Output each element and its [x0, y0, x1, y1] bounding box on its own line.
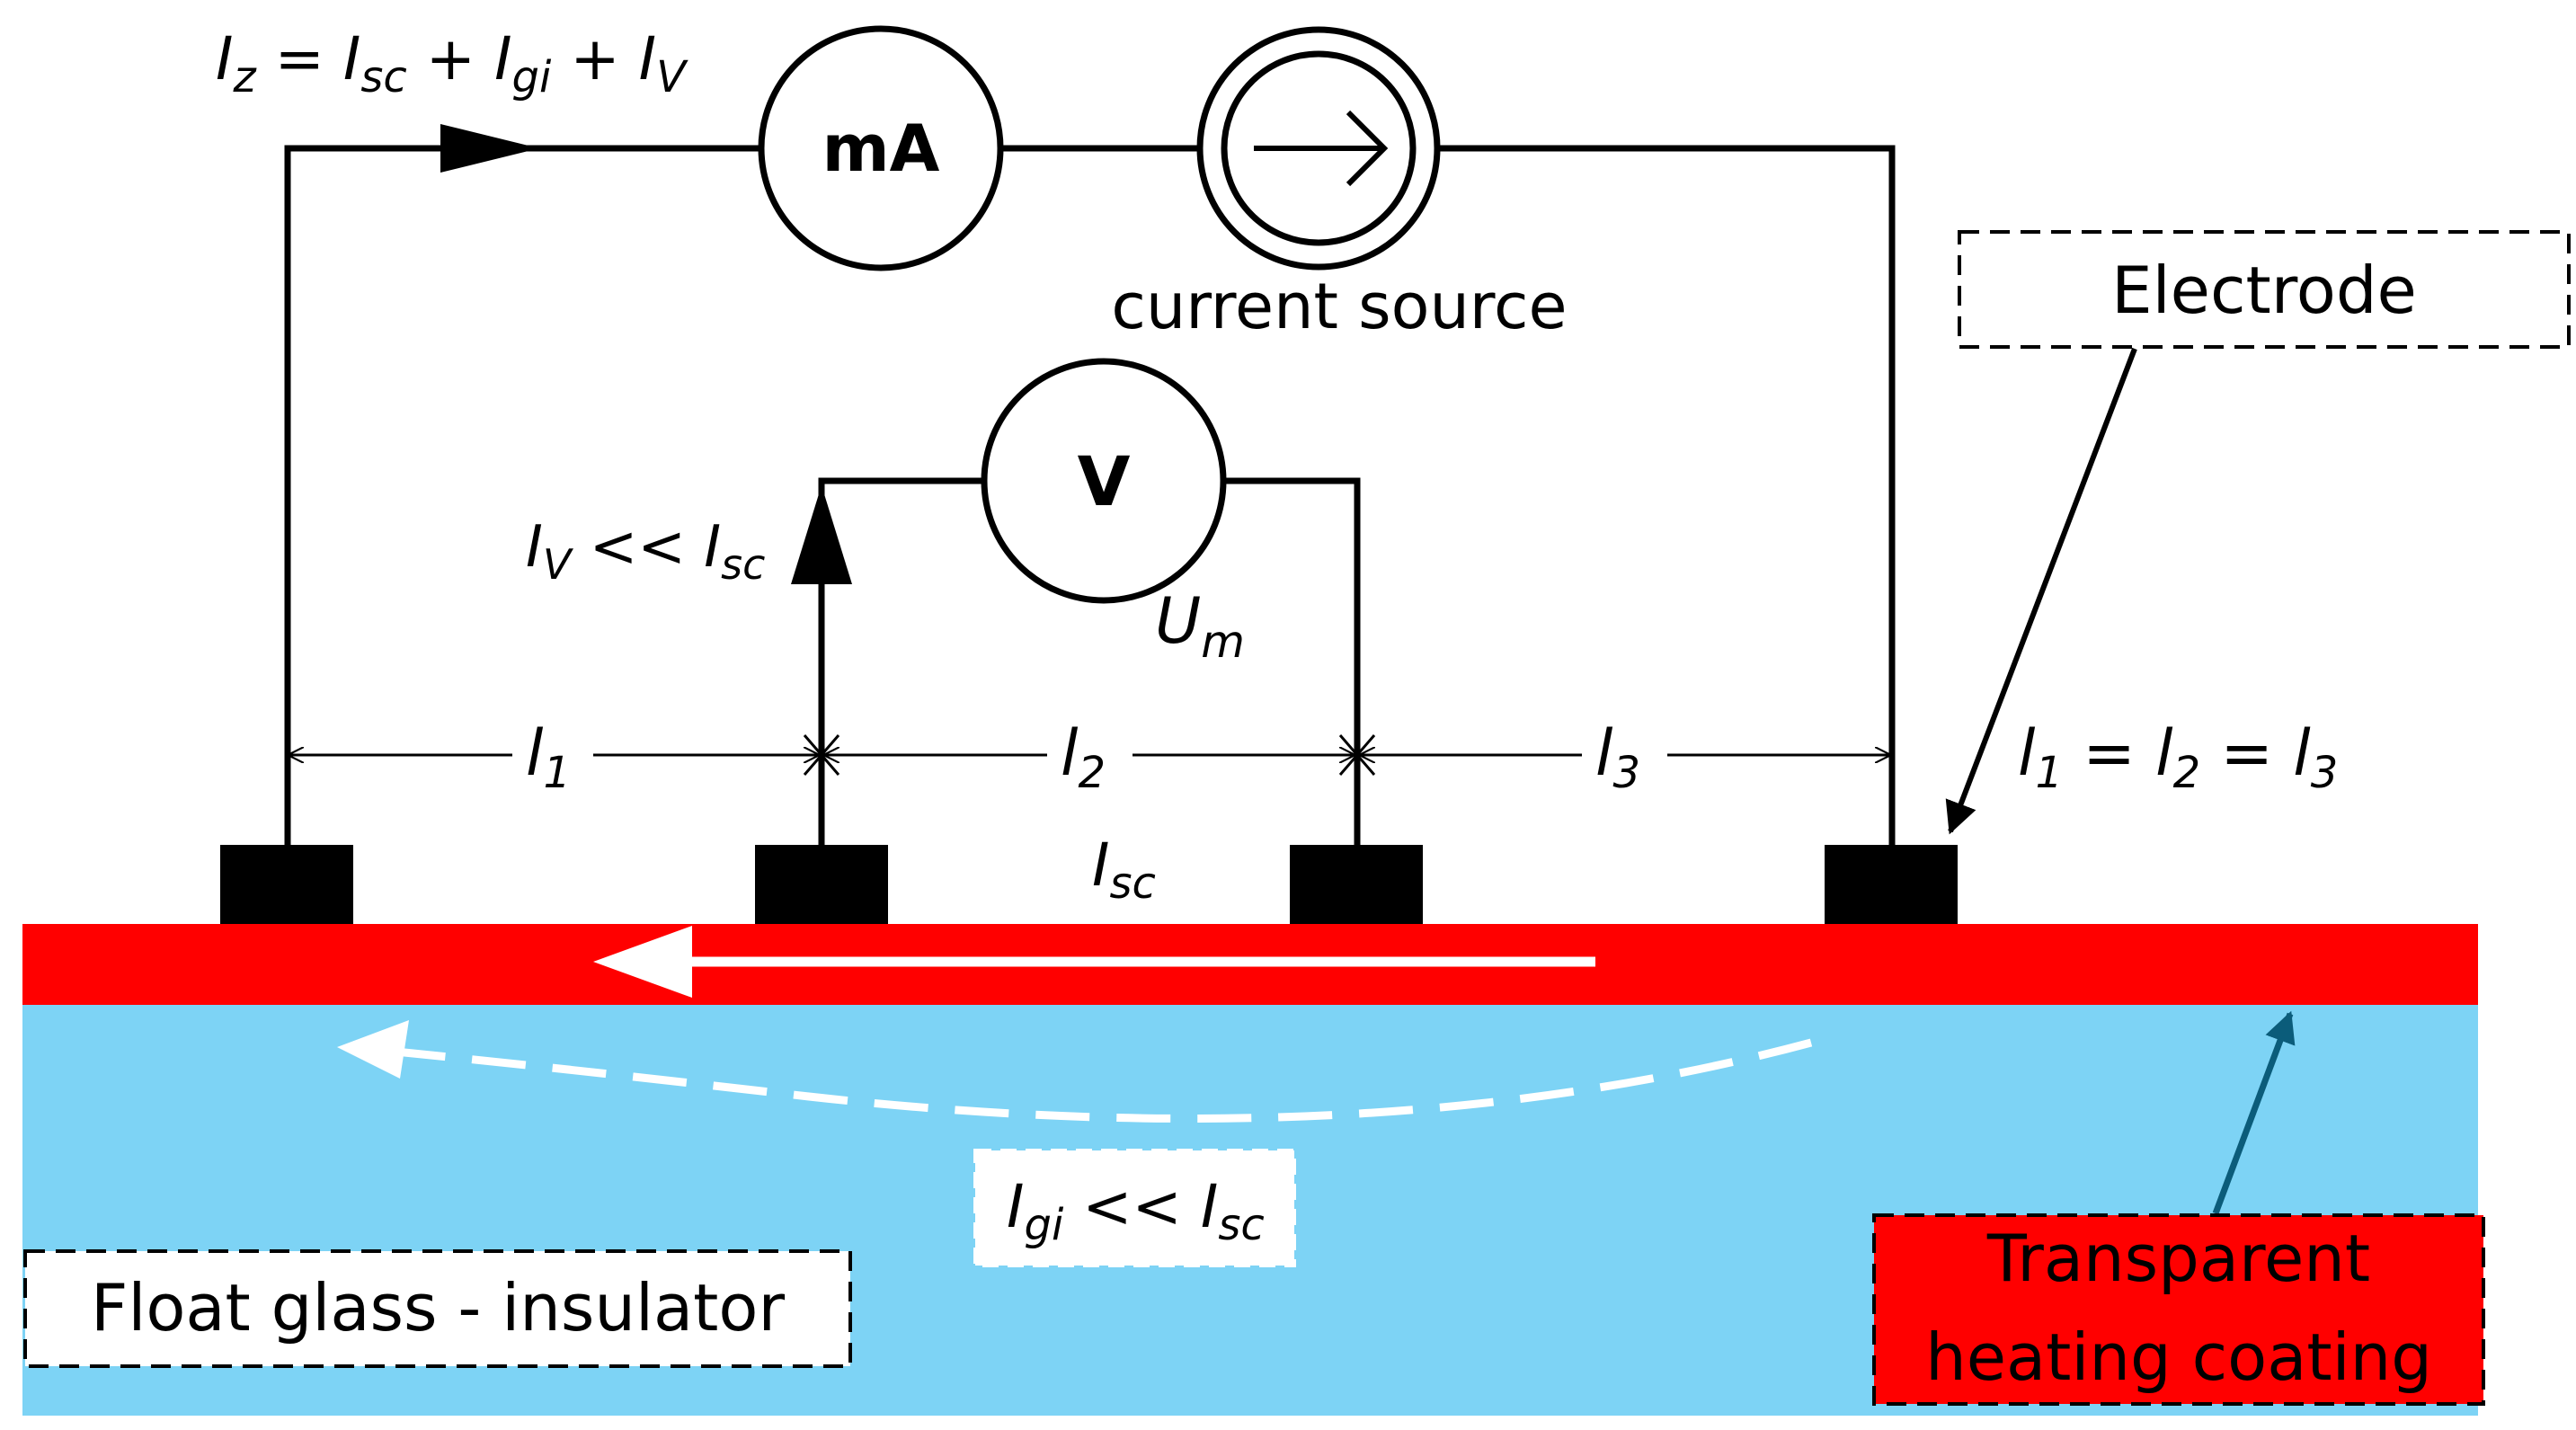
sheet-current-arrow	[593, 926, 692, 998]
coating-pointer-arrow	[2212, 1010, 2296, 1215]
voltmeter-current-formula: IV << Isc	[526, 514, 765, 589]
current-source	[1196, 26, 1441, 271]
dimension-lines	[289, 734, 1889, 776]
current-circuit-wires	[284, 145, 1896, 845]
electrode-legend-box	[1958, 230, 2571, 349]
dimension-l3: l3	[1595, 716, 1640, 798]
electrode-3	[1290, 845, 1423, 924]
voltmeter-current-arrow	[791, 485, 852, 584]
current-source-label: current source	[1111, 270, 1567, 343]
glass-current-label: Igi << Isc	[1007, 1172, 1265, 1250]
measured-voltage-label: Um	[1155, 584, 1245, 668]
coating-legend-line1: Transparent	[1986, 1221, 2370, 1296]
glass-current-arrow	[337, 1020, 409, 1079]
ammeter: mA	[758, 25, 1004, 271]
dimension-l1: l1	[526, 716, 571, 798]
ammeter-label: mA	[822, 111, 940, 186]
electrode-legend-label: Electrode	[2111, 253, 2417, 328]
voltmeter-wires	[818, 477, 1361, 845]
coating-legend-box	[1872, 1213, 2485, 1406]
sheet-current-label: Isc	[1092, 830, 1156, 909]
voltmeter: V	[981, 358, 1227, 604]
voltmeter-label: V	[1078, 441, 1131, 521]
coating-legend-line2: heating coating	[1925, 1319, 2432, 1395]
dimension-l2: l2	[1061, 716, 1106, 798]
float-glass-legend-label: Float glass - insulator	[91, 1270, 786, 1346]
electrode-1	[220, 845, 353, 924]
dimension-equality: l1 = l2 = l3	[2018, 716, 2338, 798]
total-current-arrow	[440, 124, 539, 173]
electrode-pointer-arrow	[1945, 347, 2137, 835]
total-current-formula: Iz = Isc + Igi + IV	[216, 24, 688, 102]
glass-current-path	[395, 1038, 1813, 1123]
electrode-2	[755, 845, 888, 924]
float-glass-legend-box	[23, 1249, 852, 1368]
electrode-4	[1825, 845, 1958, 924]
glass-current-box	[973, 1149, 1296, 1267]
